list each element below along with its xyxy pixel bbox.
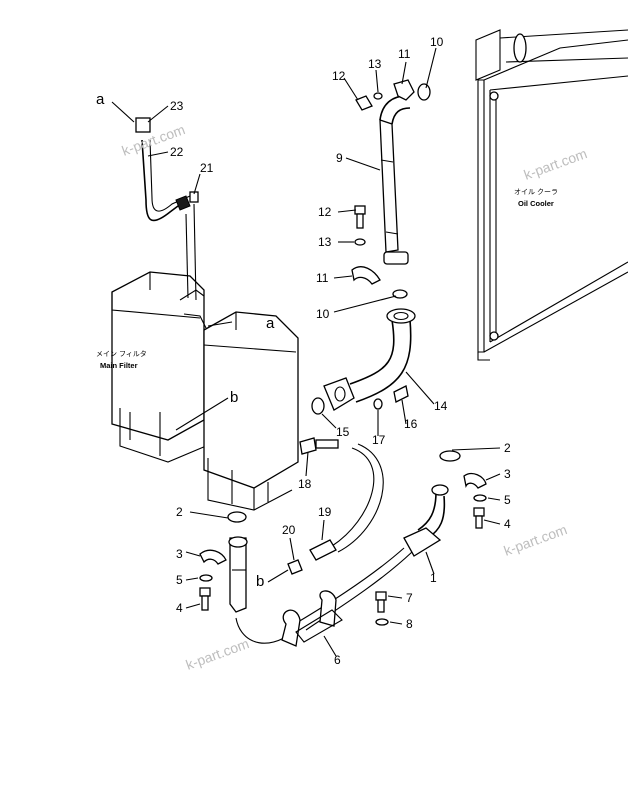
callout-4: 4: [504, 517, 511, 531]
hose-9: [379, 79, 415, 265]
oil-cooler: [475, 29, 628, 361]
hose-bottom-left: [235, 617, 285, 644]
hose-lower-left: [228, 536, 248, 613]
callout-2: 2: [504, 441, 511, 455]
callout-18: 18: [298, 477, 312, 491]
hose-19: [331, 447, 375, 547]
callout-7: 7: [406, 591, 413, 605]
callout-2: 2: [176, 505, 183, 519]
main-filter-label-en: Main Filter: [100, 361, 138, 370]
pipe-14: [323, 308, 416, 411]
callout-13: 13: [318, 235, 332, 249]
callout-3: 3: [176, 547, 183, 561]
watermark: k-part.com: [522, 145, 590, 183]
callout-21: 21: [200, 161, 214, 175]
leader-lines: [111, 47, 501, 657]
callout-12: 12: [318, 205, 332, 219]
callout-8: 8: [406, 617, 413, 631]
callout-16: 16: [404, 417, 418, 431]
hardware: [199, 83, 487, 626]
callout-14: 14: [434, 399, 448, 413]
ref-a-mid: a: [266, 315, 275, 332]
ref-b-mid: b: [230, 389, 238, 406]
callout-19: 19: [318, 505, 332, 519]
clamp-6: [281, 590, 343, 647]
ref-a-top: a: [96, 91, 105, 108]
callout-10: 10: [430, 35, 444, 49]
callout-4: 4: [176, 601, 183, 615]
callout-3: 3: [504, 467, 511, 481]
callout-9: 9: [336, 151, 343, 165]
callout-5: 5: [504, 493, 511, 507]
callout-10: 10: [316, 307, 330, 321]
callout-15: 15: [336, 425, 350, 439]
ref-b-bottom: b: [256, 573, 264, 590]
callout-13: 13: [368, 57, 382, 71]
callout-6: 6: [334, 653, 341, 667]
watermark: k-part.com: [184, 635, 252, 673]
watermark: k-part.com: [502, 521, 570, 559]
callout-11: 11: [398, 47, 411, 61]
oil-cooler-label-jp: オイル クーラ: [514, 188, 558, 196]
hose-1: [297, 484, 449, 631]
callout-17: 17: [372, 433, 386, 447]
line-22: [135, 117, 199, 301]
oil-cooler-label-en: Oil Cooler: [518, 199, 554, 208]
main-filter: [111, 271, 299, 511]
callout-1: 1: [430, 571, 437, 585]
callout-12: 12: [332, 69, 346, 83]
callout-22: 22: [170, 145, 184, 159]
callout-23: 23: [170, 99, 184, 113]
callout-20: 20: [282, 523, 296, 537]
callout-11: 11: [316, 271, 329, 285]
main-filter-label-jp: メイン フィルタ: [96, 349, 147, 358]
callout-5: 5: [176, 573, 183, 587]
